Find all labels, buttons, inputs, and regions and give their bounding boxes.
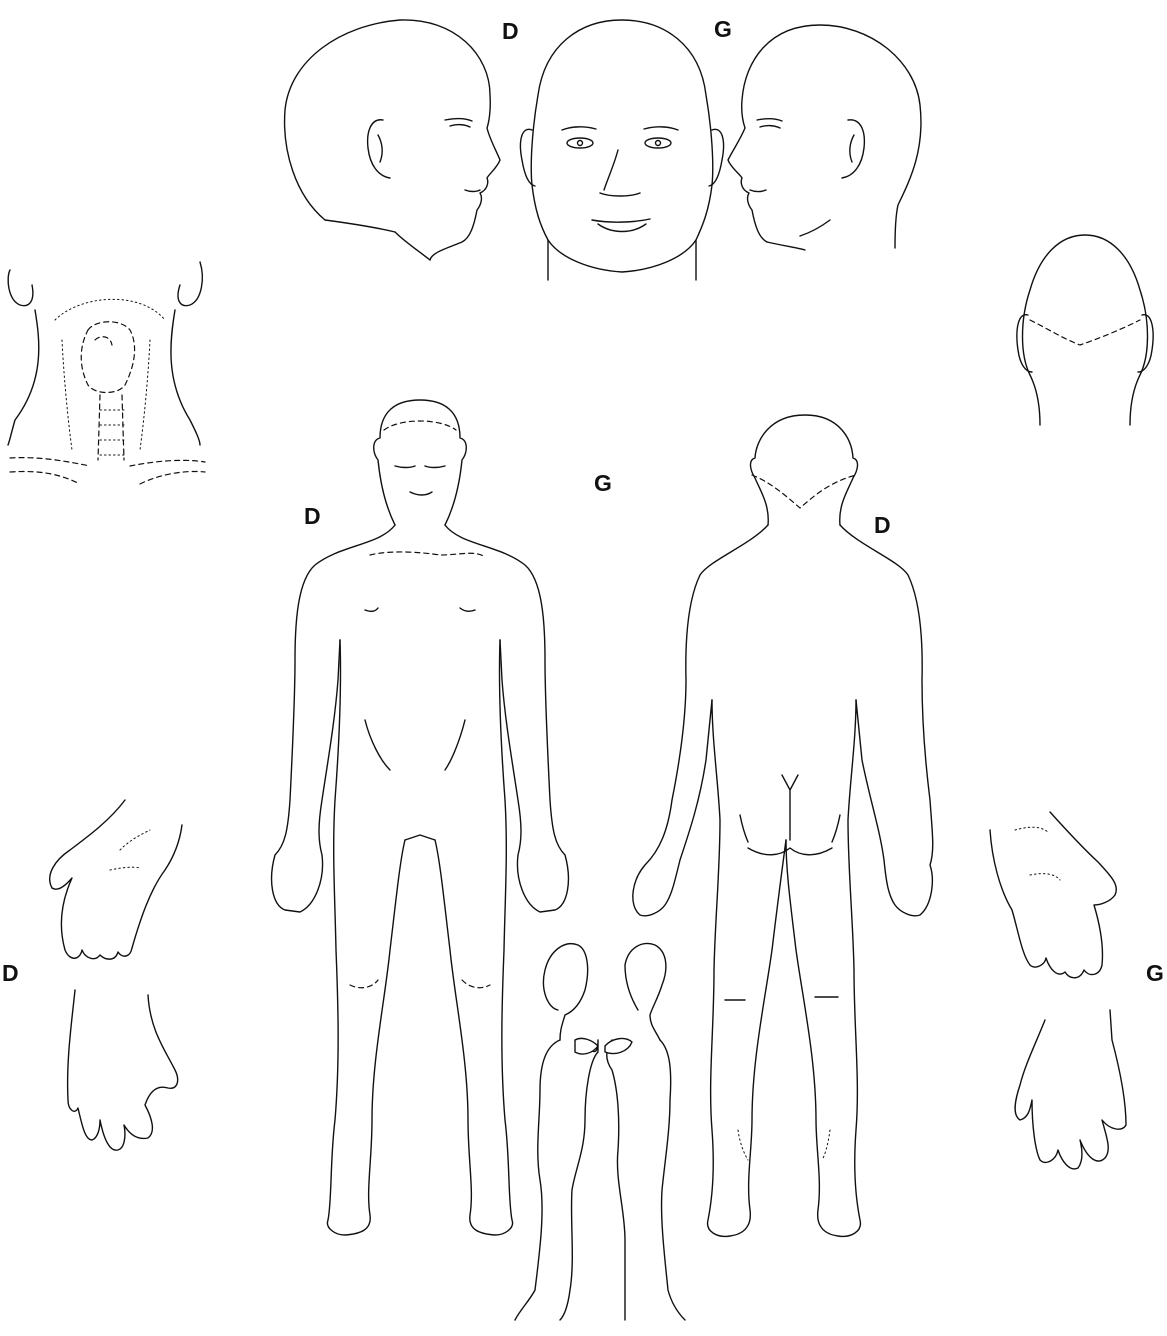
head-front (520, 20, 723, 280)
label-hands-left-side: D (2, 962, 19, 985)
head-back (1017, 235, 1153, 425)
hand-back-right (1015, 1010, 1126, 1169)
side-figure-left (515, 944, 598, 1320)
hand-palm-right (990, 812, 1116, 978)
label-body-front-right: D (304, 505, 321, 528)
hand-palm-left (50, 800, 182, 959)
neck-detail (8, 262, 205, 484)
head-profile-right (285, 20, 500, 260)
label-body-center: G (594, 472, 612, 495)
head-profile-left (728, 25, 921, 250)
body-back (633, 415, 933, 1236)
label-head-right: D (502, 20, 519, 43)
label-head-left: G (714, 18, 732, 41)
side-figure-right (605, 944, 685, 1320)
label-body-back-right: D (874, 514, 891, 537)
hand-back-left (68, 990, 178, 1150)
label-hands-right-side: G (1146, 962, 1164, 985)
